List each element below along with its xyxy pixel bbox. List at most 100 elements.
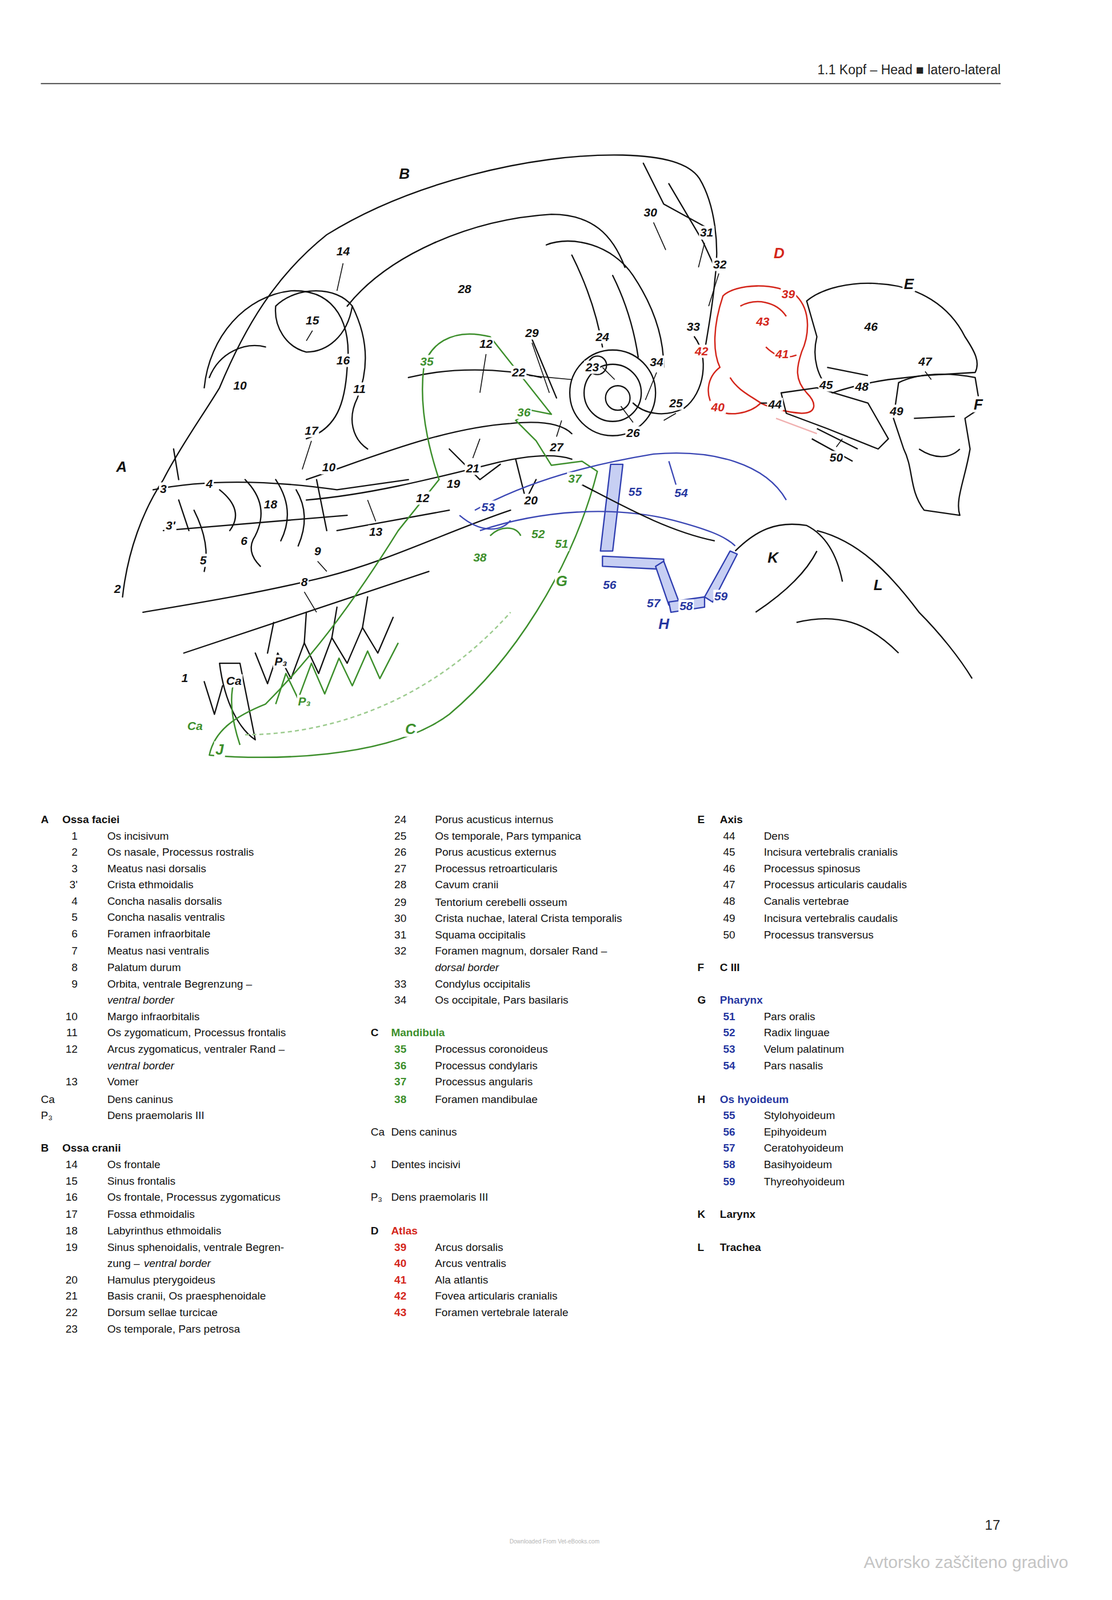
section-heading: Atlas xyxy=(390,1225,418,1238)
legend-number: 35 xyxy=(394,1044,407,1056)
legend-number: 29 xyxy=(394,896,407,909)
pharynx-part xyxy=(480,511,736,546)
legend-text: Ceratohyoideum xyxy=(764,1142,844,1155)
legend-text: dorsal border xyxy=(434,962,499,975)
legend-text: Pars nasalis xyxy=(764,1060,824,1072)
callout-number: 21 xyxy=(465,462,481,476)
hyoid xyxy=(600,464,738,613)
legend-number: 1 xyxy=(71,830,78,843)
legend-text: Porus acusticus externus xyxy=(434,846,556,859)
callout-letter: C xyxy=(404,721,418,738)
skull-outline-part xyxy=(142,510,511,613)
legend-number: 7 xyxy=(71,945,78,958)
callout-number: 1 xyxy=(180,671,190,685)
leader-line-part xyxy=(653,222,666,250)
leader-line-part xyxy=(529,375,572,380)
legend-text: Squama occipitalis xyxy=(434,929,526,942)
skull-outline-part xyxy=(633,336,704,414)
legend-text: Basihyoideum xyxy=(764,1158,832,1171)
leader-line-part xyxy=(602,367,615,380)
legend-text: Hamulus pterygoideus xyxy=(107,1274,216,1287)
legend-text: Labyrinthus ethmoidalis xyxy=(107,1225,222,1238)
callout-number: 37 xyxy=(566,472,583,486)
legend-text: Arcus zygomaticus, ventraler Rand – xyxy=(107,1044,285,1056)
legend-number: 28 xyxy=(394,879,407,892)
callout-number: 14 xyxy=(335,244,351,258)
mandible-part xyxy=(209,334,598,758)
axis-vertebra-part xyxy=(826,367,868,376)
callout-number: 52 xyxy=(530,527,546,541)
skull-outline xyxy=(122,154,717,740)
legend-number: 2 xyxy=(71,846,78,859)
callout-number: 43 xyxy=(754,314,771,328)
legend-text: Porus acusticus internus xyxy=(434,813,554,826)
leader-line-part xyxy=(645,372,657,400)
callout-number: 29 xyxy=(524,326,540,340)
legend-number: 53 xyxy=(722,1044,735,1056)
leader-line xyxy=(302,222,932,612)
leader-line-part xyxy=(708,273,719,307)
skull-outline-part xyxy=(163,515,348,531)
legend-number: 48 xyxy=(722,895,735,908)
callout-number: 32 xyxy=(712,257,728,271)
legend-text: Os zygomaticum, Processus frontalis xyxy=(107,1027,287,1040)
mandible-part xyxy=(245,612,511,735)
callout-letter: L xyxy=(872,577,884,594)
skull-outline-part xyxy=(347,214,626,307)
callout-number: 15 xyxy=(304,314,320,328)
legend-text: Processus angularis xyxy=(434,1076,533,1089)
section-heading: Larynx xyxy=(720,1209,756,1222)
legend-number: 8 xyxy=(71,962,78,975)
legend-text: Fossa ethmoidalis xyxy=(107,1209,195,1222)
callout-number: 23 xyxy=(584,361,600,375)
legend-number: 9 xyxy=(71,978,78,991)
skull-outline-part xyxy=(209,345,266,378)
legend-number: 37 xyxy=(394,1076,407,1089)
legend-number: 41 xyxy=(394,1274,407,1287)
callout-number: 8 xyxy=(300,575,310,589)
callout-number: 56 xyxy=(601,578,618,592)
callout-number: 28 xyxy=(456,282,472,296)
legend-text: Orbita, ventrale Begrenzung – xyxy=(107,978,253,991)
callout-number: 20 xyxy=(523,493,539,507)
legend-text: Os temporale, Pars tympanica xyxy=(434,830,582,843)
callout-number: 36 xyxy=(516,405,532,419)
callout-number: 46 xyxy=(863,320,879,334)
atlas-part xyxy=(740,301,787,317)
legend-number: 12 xyxy=(65,1044,78,1056)
atlas-part xyxy=(776,418,817,434)
section-letter: A xyxy=(40,813,49,826)
larynx-trachea-part xyxy=(817,530,973,679)
callout-letter: J xyxy=(214,741,225,758)
legend-number: 10 xyxy=(65,1010,78,1023)
callout-number: 55 xyxy=(627,485,643,499)
larynx-trachea-part xyxy=(572,480,715,542)
leader-line-part xyxy=(836,438,843,447)
legend-number: 33 xyxy=(394,978,407,991)
callout-number: P₃ xyxy=(273,654,288,668)
callout-number: 50 xyxy=(828,450,844,464)
legend-number: 17 xyxy=(65,1209,78,1222)
legend-text: Epihyoideum xyxy=(764,1126,827,1139)
hyoid-part xyxy=(600,464,623,552)
legend-text: Velum palatinum xyxy=(764,1044,844,1056)
legend-text: Margo infraorbitalis xyxy=(107,1010,200,1023)
legend-number: 4 xyxy=(71,895,78,908)
legend-text: zung – xyxy=(107,1258,140,1271)
skull-outline-part xyxy=(306,422,572,480)
callout-number: 22 xyxy=(510,366,527,380)
axis-vertebra-part xyxy=(806,283,978,394)
legend-text: Dens praemolaris III xyxy=(107,1110,205,1123)
mandible-part xyxy=(275,642,398,704)
legend-text: Cavum cranii xyxy=(434,879,499,892)
skull-outline-part xyxy=(275,290,352,352)
skull-outline-part xyxy=(245,480,262,567)
callout-number: 24 xyxy=(594,330,611,344)
larynx-trachea xyxy=(572,480,972,679)
callout-number: 27 xyxy=(548,440,564,454)
c3-vertebra-part xyxy=(913,416,960,458)
section-heading: Mandibula xyxy=(390,1027,445,1040)
callout-number: 57 xyxy=(645,597,662,611)
legend-text: Foramen infraorbitale xyxy=(107,928,211,941)
legend-text: Incisura vertebralis caudalis xyxy=(764,913,898,926)
